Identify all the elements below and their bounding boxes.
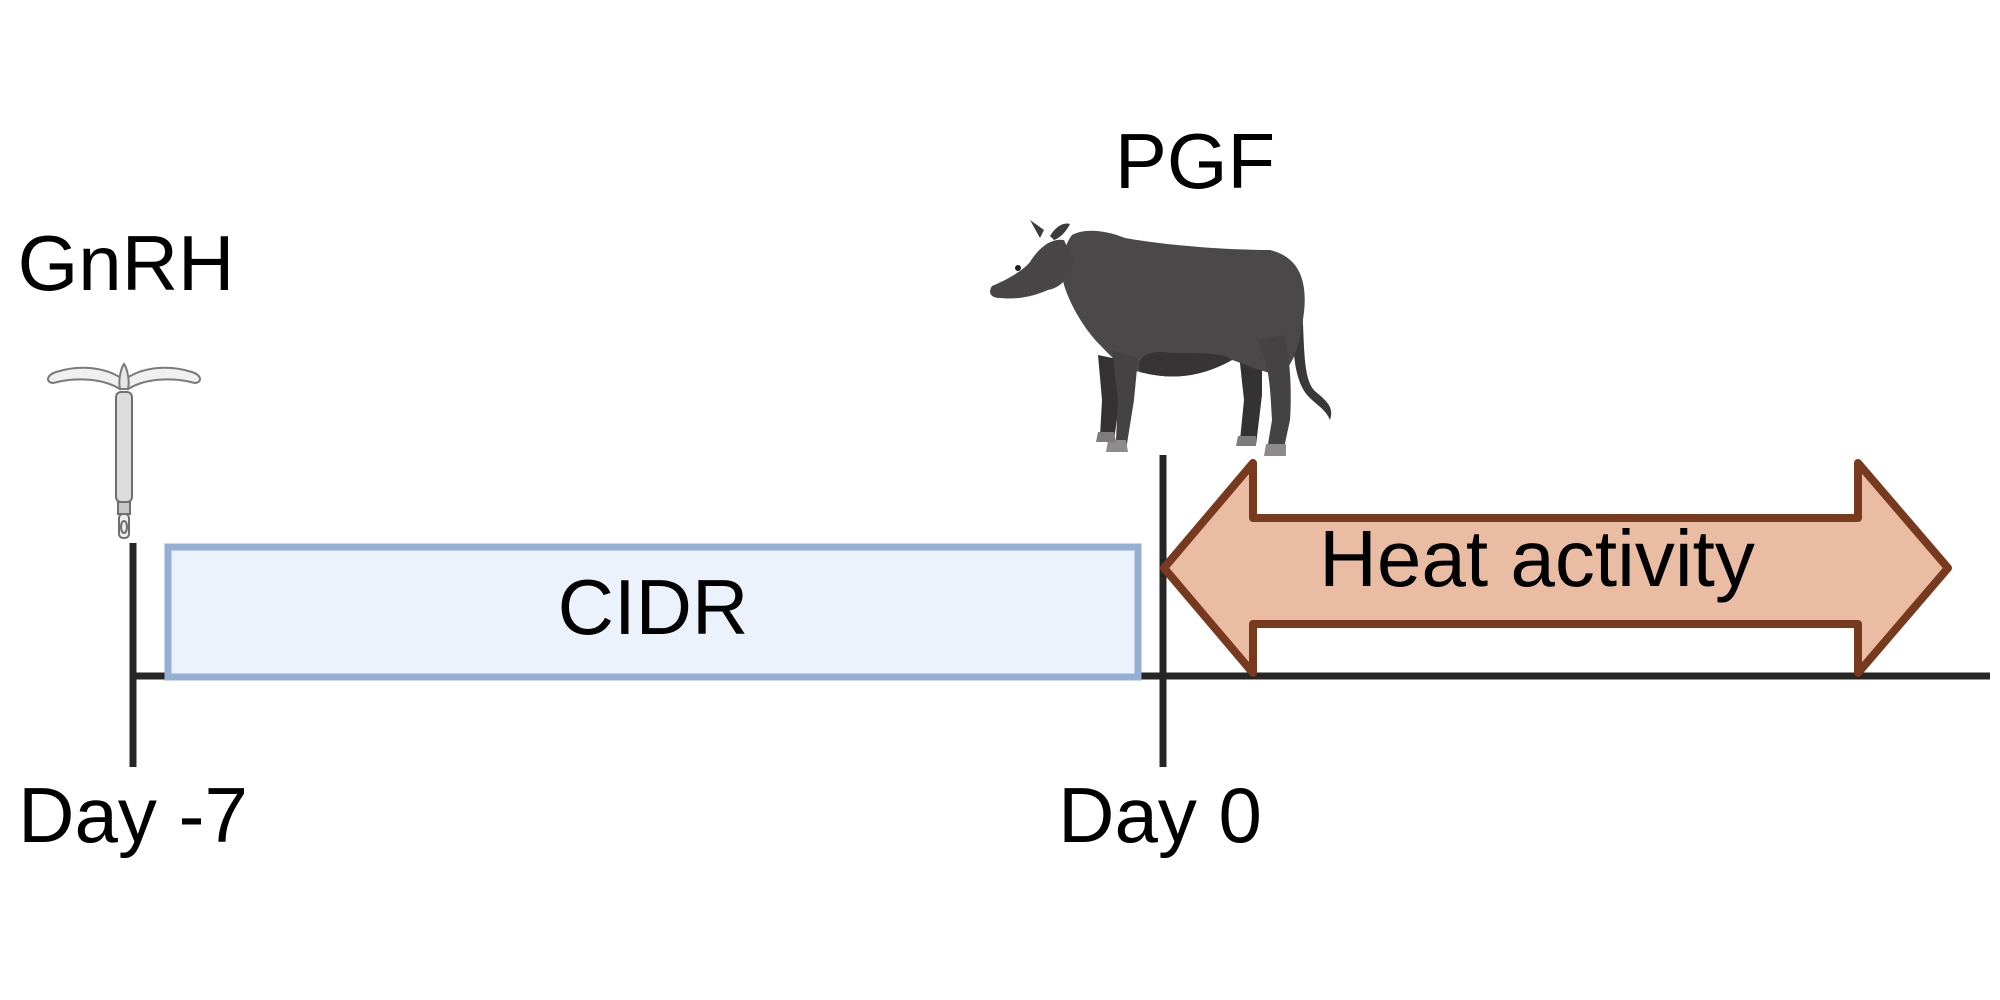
cidr-bar	[164, 543, 1142, 681]
heat-activity-arrow	[1160, 459, 1952, 677]
heat-activity-label: Heat activity	[1319, 514, 1755, 603]
day-start-label: Day -7	[18, 771, 248, 859]
gnrh-label: GnRH	[18, 219, 235, 307]
day-end-label: Day 0	[1058, 771, 1262, 859]
cow-icon	[990, 220, 1332, 456]
cidr-device-icon	[47, 362, 201, 539]
cidr-label: CIDR	[558, 563, 749, 651]
pgf-label: PGF	[1115, 117, 1275, 205]
